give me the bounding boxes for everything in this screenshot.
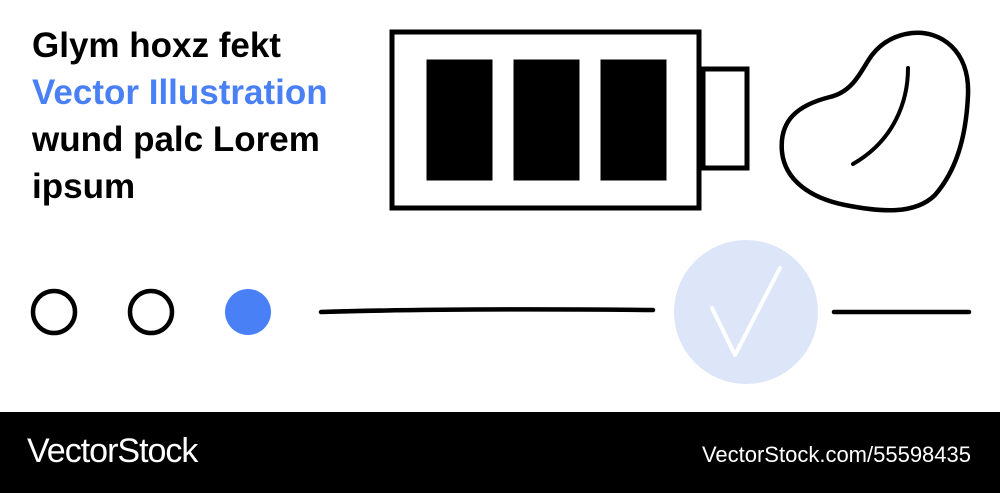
headline-line-1: Glym hoxz fekt: [32, 26, 281, 65]
illustration: [30, 29, 972, 384]
battery-terminal: [700, 66, 750, 171]
pagination-dot-active: [225, 289, 271, 335]
bean-icon: [779, 30, 971, 213]
headline-line-4: ipsum: [32, 167, 136, 206]
headline: Glym hoxz fekt Vector Illustration wund …: [32, 22, 328, 210]
check-circle: [674, 240, 818, 384]
check-badge: [674, 240, 818, 384]
footer-bar: VectorStock VectorStock.com/55598435: [0, 412, 1000, 493]
battery-full-icon: [389, 29, 750, 211]
battery-bar: [600, 59, 667, 181]
battery-body: [389, 29, 702, 211]
connector-line-left: [318, 307, 656, 315]
brand-logo: VectorStock: [27, 432, 198, 470]
pagination-dot: [30, 288, 78, 336]
headline-accent-line: Vector Illustration: [32, 73, 328, 112]
pagination-dots: [30, 288, 271, 336]
pagination-dot: [127, 288, 175, 336]
battery-bar: [426, 59, 493, 181]
checkmark-icon: [710, 266, 782, 357]
image-url: VectorStock.com/55598435: [701, 442, 971, 467]
headline-line-3: wund palc Lorem: [32, 120, 320, 159]
battery-bar: [513, 59, 580, 181]
